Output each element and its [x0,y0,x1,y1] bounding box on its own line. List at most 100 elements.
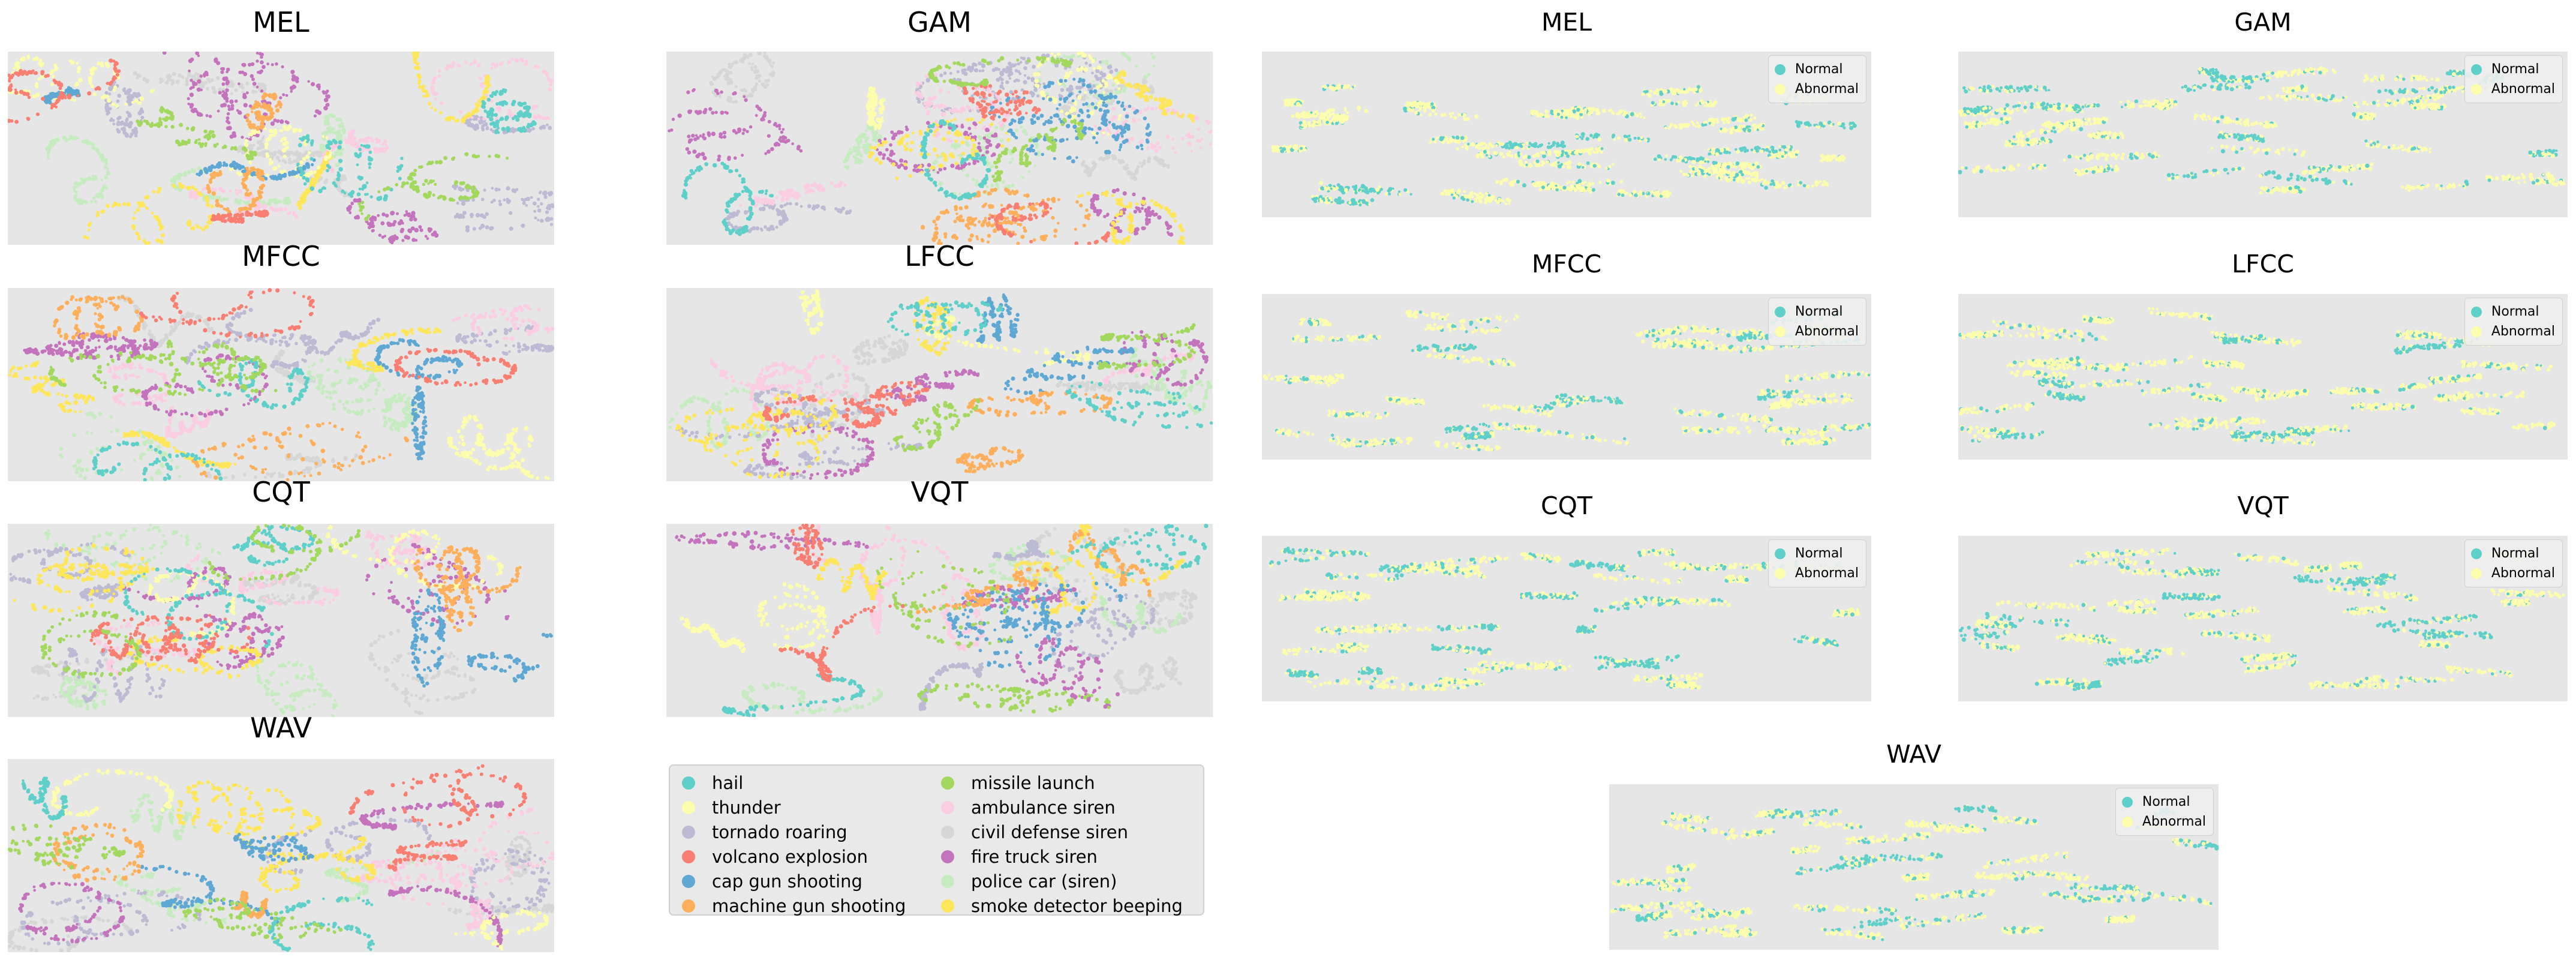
scatter-point [1023,74,1027,77]
scatter-point [250,203,255,208]
scatter-point [982,125,987,128]
scatter-point [761,229,764,232]
class-strand [8,54,155,108]
scatter-point [143,119,146,123]
scatter-point [722,131,727,135]
scatter-point [263,206,266,210]
scatter-point [25,71,29,76]
scatter-point [719,132,723,137]
scatter-point [1036,94,1040,98]
scatter-point [1126,215,1131,219]
scatter-point [516,127,522,132]
scatter-point [743,95,746,98]
scatter-point [927,163,931,167]
scatter-point [1030,91,1035,97]
scatter-point [400,157,404,160]
scatter-point [185,77,189,81]
scatter-point [750,227,753,231]
scatter-point [481,128,485,131]
scatter-point [253,85,256,88]
scatter-point [358,138,363,143]
scatter-point [292,212,296,216]
scatter-point [302,164,306,168]
scatter-point [793,197,796,200]
scatter-point [1180,137,1185,140]
scatter-point [230,106,235,111]
scatter-point [64,137,69,143]
scatter-point [323,97,329,103]
scatter-point [313,114,317,118]
scatter-point [1199,146,1203,150]
scatter-point [1096,212,1100,217]
scatter-point [425,89,428,94]
scatter-point [260,60,264,65]
scatter-point [47,99,52,103]
scatter-point [757,52,762,56]
scatter-point [256,105,259,109]
class-strand [357,152,509,221]
scatter-point [324,91,328,95]
scatter-point [751,62,755,65]
scatter-point [882,157,885,160]
scatter-point [767,227,771,231]
scatter-point [366,222,371,226]
scatter-point [190,57,194,62]
scatter-point [100,95,104,100]
scatter-point [232,219,235,223]
scatter-point [749,125,753,129]
scatter-point [190,109,194,112]
scatter-svg [668,52,1213,245]
scatter-point [850,150,854,154]
scatter-point [741,131,745,135]
scatter-point [91,68,95,72]
scatter-point [255,113,260,118]
scatter-point [136,201,140,205]
scatter-point [203,80,208,85]
scatter-point [483,95,487,99]
scatter-point [202,228,205,232]
scatter-point [762,54,767,58]
scatter-point [137,234,140,237]
scatter-point [970,94,974,98]
scatter-point [501,103,504,107]
scatter-point [205,195,208,199]
scatter-point [1147,159,1151,164]
scatter-point [270,175,274,179]
scatter-point [669,128,674,132]
scatter-point [889,152,894,157]
scatter-point [309,141,314,145]
scatter-point [476,105,479,109]
scatter-point [432,193,435,197]
scatter-point [216,173,219,176]
scatter-point [276,119,280,122]
scatter-point [951,109,955,114]
scatter-point [360,200,365,205]
scatter-point [201,84,205,88]
scatter-point [248,120,252,124]
scatter-point [786,196,790,200]
scatter-point [940,109,943,112]
scatter-point [64,96,67,100]
scatter-point [414,52,419,56]
scatter-point [755,70,758,73]
scatter-point [990,92,994,96]
scatter-point [14,88,17,91]
scatter-point [194,188,198,192]
scatter-point [787,190,791,194]
scatter-point [1092,196,1097,200]
scatter-point [34,56,39,61]
scatter-point [727,157,731,161]
scatter-point [190,86,194,89]
scatter-point [350,194,354,198]
scatter-point [786,139,790,143]
scatter-point [1014,63,1017,66]
scatter-point [1071,53,1075,58]
scatter-point [399,229,404,233]
scatter-point [114,69,118,73]
scatter-point [1140,206,1144,210]
scatter-point [306,140,309,143]
scatter-point [1134,230,1138,235]
scatter-point [333,140,338,145]
scatter-point [1208,131,1212,134]
scatter-point [1123,205,1126,208]
